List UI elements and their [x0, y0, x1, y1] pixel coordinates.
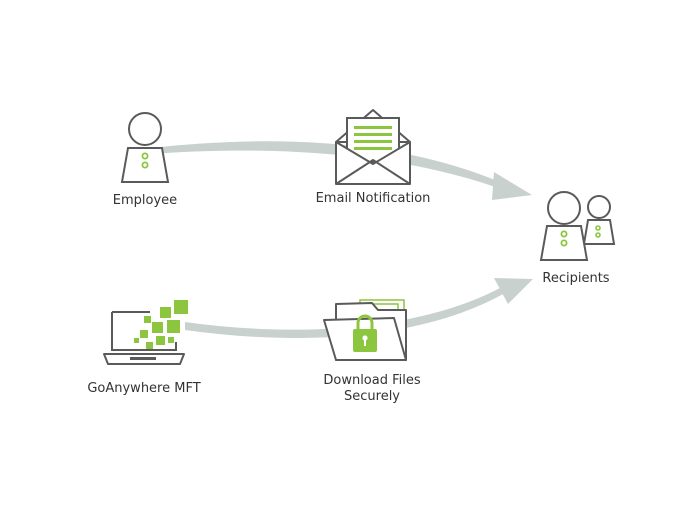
recipients-label: Recipients: [542, 271, 609, 286]
email-notification-node: Email Notification: [316, 109, 431, 206]
download-files-label-line1: Download Files: [323, 373, 421, 388]
laptop-icon: [103, 311, 185, 365]
padlock-icon: [353, 314, 377, 352]
data-pixels-icon: [134, 300, 188, 349]
email-notification-label: Email Notification: [316, 191, 431, 206]
envelope-icon: [335, 109, 411, 185]
goanywhere-node: GoAnywhere MFT: [87, 300, 201, 396]
download-files-label-line2: Securely: [344, 389, 400, 404]
download-files-node: Download Files Securely: [323, 299, 421, 404]
secure-folder-icon: [323, 299, 407, 361]
recipients-group-icon: [539, 191, 616, 261]
employee-node: Employee: [113, 112, 177, 208]
employee-person-icon: [120, 112, 170, 183]
recipients-node: Recipients: [539, 191, 616, 286]
goanywhere-label: GoAnywhere MFT: [87, 381, 200, 396]
employee-label: Employee: [113, 193, 177, 208]
top-flow-arrow: [150, 141, 532, 200]
